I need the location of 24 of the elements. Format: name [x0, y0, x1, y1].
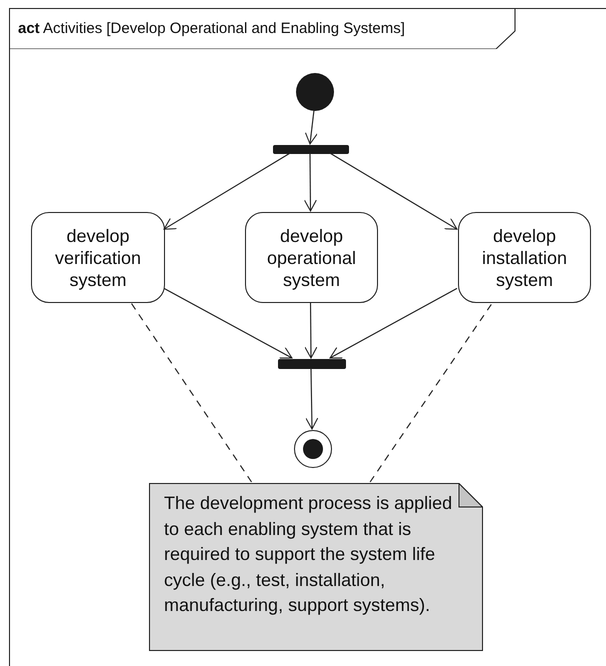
frame-title: act Activities [Develop Operational and Enabling Systems]: [18, 20, 405, 38]
action-box: [458, 212, 591, 303]
initial-node: [296, 73, 334, 111]
note-text: The development process is applied to each enabling system that is required to support the system life cycle (e.g., test, installation, manufacturing, support systems).: [164, 492, 454, 617]
flow-arrow: [305, 368, 318, 430]
flow-arrow: [304, 302, 318, 358]
final-node: [294, 430, 332, 468]
flow-arrow: [164, 288, 292, 358]
flow-arrow: [329, 152, 458, 230]
flow-arrow: [304, 110, 318, 144]
action-box: [31, 212, 165, 303]
action-label: develop installation system: [480, 224, 568, 290]
note: [149, 483, 483, 651]
note-anchor-line: [370, 302, 494, 482]
action-label: develop verification system: [54, 224, 142, 290]
flow-arrow: [304, 153, 317, 212]
join-bar: [278, 359, 346, 369]
activity-frame: [9, 8, 606, 666]
action-label: develop operational system: [266, 224, 358, 290]
fork-bar: [273, 145, 349, 154]
flow-arrow: [330, 288, 458, 358]
action-box: [245, 212, 378, 303]
note-anchor-line: [130, 302, 252, 482]
flow-arrow: [164, 152, 291, 230]
